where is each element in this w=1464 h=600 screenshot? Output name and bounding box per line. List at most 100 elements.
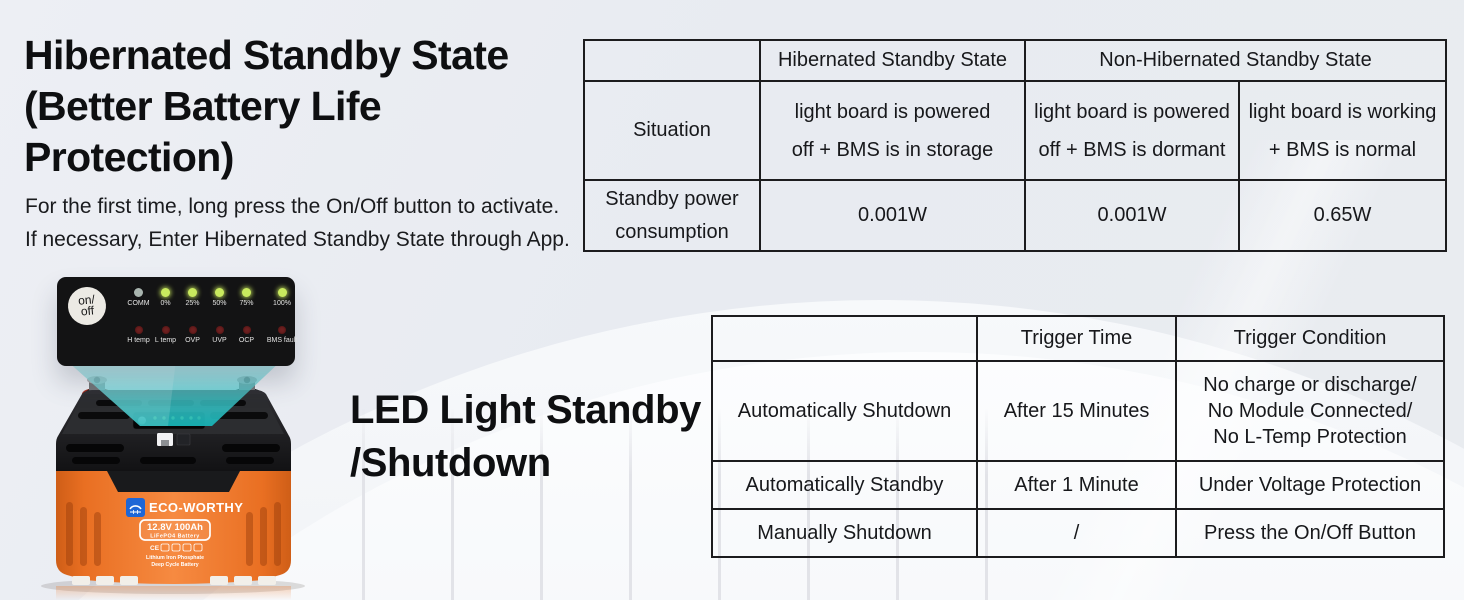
led-ovp: OVP (179, 322, 206, 360)
led-label: OCP (238, 337, 255, 344)
led-label: 50% (212, 300, 227, 307)
led-comm: COMM (125, 284, 152, 322)
on-off-button: on/ off (66, 285, 108, 327)
cell-line: off + BMS is dormant (1038, 138, 1226, 161)
led-indicator-board: on/ off COMM 0% 25% 50% 75% (57, 277, 297, 366)
cell-line: light board is powered (794, 100, 991, 123)
row-label: Manually Shutdown (711, 508, 978, 558)
certification-icons: CE (150, 543, 203, 552)
cell-line: consumption (615, 220, 729, 243)
led-75pct: 75% (233, 284, 260, 322)
row-label-situation: Situation (583, 80, 761, 181)
situation-cell: light board is powered off + BMS is in s… (759, 80, 1026, 181)
corner-cell (711, 315, 978, 362)
led-grid: COMM 0% 25% 50% 75% 100% (125, 284, 304, 360)
cell-line: Standby power (605, 187, 739, 210)
fault-led-icon (134, 326, 143, 334)
led-ltemp: L temp (152, 322, 179, 360)
page-title-line: Protection) (24, 134, 234, 180)
soc-led-icon (161, 288, 170, 297)
soc-led-icon (215, 288, 224, 297)
led-bms-fault: BMS fault (260, 322, 304, 360)
led-label: UVP (212, 337, 227, 344)
beam-cone (66, 360, 282, 426)
led-label: 25% (185, 300, 200, 307)
cell-line: No Module Connected/ (1207, 400, 1413, 422)
battery-top-notch (107, 471, 240, 492)
led-label: COMM (127, 300, 150, 307)
comm-led-icon (134, 288, 143, 297)
col-header-trigger-time: Trigger Time (976, 315, 1177, 362)
standby-power-table: Hibernated Standby State Non-Hibernated … (583, 39, 1447, 252)
battery-body (56, 471, 291, 584)
led-label: 75% (239, 300, 254, 307)
battery-feet (72, 576, 276, 585)
table-row-manual-shutdown: Manually Shutdown / Press the On/Off But… (711, 508, 1445, 558)
battery-desc-line1: Lithium Iron Phosphate (146, 555, 204, 561)
trigger-time-cell: After 15 Minutes (976, 360, 1177, 462)
table-row-auto-shutdown: Automatically Shutdown After 15 Minutes … (711, 360, 1445, 462)
led-100pct: 100% (260, 284, 304, 322)
fault-led-icon (242, 326, 251, 334)
table-row-situation: Situation light board is powered off + B… (583, 80, 1447, 181)
page-title-line: (Better Battery Life (24, 83, 382, 129)
beam-highlight (66, 360, 176, 426)
led-label: H temp (127, 337, 150, 344)
section-title-led-standby: LED Light Standby /Shutdown (350, 384, 701, 490)
fault-led-icon (278, 326, 286, 334)
section-title-line: /Shutdown (350, 441, 551, 485)
description-line: For the first time, long press the On/Of… (25, 195, 560, 218)
trigger-condition-cell: Under Voltage Protection (1175, 460, 1445, 510)
soc-led-icon (242, 288, 251, 297)
power-cell: 0.001W (759, 179, 1026, 252)
cell-line: Press the On/Off Button (1204, 522, 1416, 544)
led-ocp: OCP (233, 322, 260, 360)
battery-spec: 12.8V 100Ah (147, 522, 203, 533)
table-header-row: Hibernated Standby State Non-Hibernated … (583, 39, 1447, 82)
cell-line: No charge or discharge/ (1203, 374, 1417, 396)
led-25pct: 25% (179, 284, 206, 322)
page-title-line: Hibernated Standby State (24, 32, 509, 78)
battery-illustration: ECO-WORTHY 12.8V 100Ah LiFePO4 Battery C… (41, 376, 305, 600)
table-header-row: Trigger Time Trigger Condition (711, 315, 1445, 362)
cell-line: Under Voltage Protection (1198, 474, 1422, 496)
trigger-condition-cell: No charge or discharge/ No Module Connec… (1175, 360, 1445, 462)
battery-reflection (56, 586, 291, 600)
description-line: If necessary, Enter Hibernated Standby S… (25, 228, 570, 251)
brand-logo (126, 498, 145, 517)
cell-line: light board is powered (1034, 100, 1230, 123)
trigger-time-cell: / (976, 508, 1177, 558)
table-row-auto-standby: Automatically Standby After 1 Minute Und… (711, 460, 1445, 510)
soc-led-icon (277, 288, 287, 297)
spec-label: 12.8V 100Ah LiFePO4 Battery (139, 519, 211, 541)
led-htemp: H temp (125, 322, 152, 360)
led-50pct: 50% (206, 284, 233, 322)
page-title: Hibernated Standby State (Better Battery… (24, 30, 509, 183)
fault-led-icon (215, 326, 224, 334)
on-off-label-line: off (80, 303, 95, 319)
power-cell: 0.001W (1024, 179, 1240, 252)
cell-line: off + BMS is in storage (791, 138, 994, 161)
trigger-time-cell: After 1 Minute (976, 460, 1177, 510)
battery-comm-port (157, 433, 191, 446)
section-title-line: LED Light Standby (350, 388, 701, 432)
corner-cell (583, 39, 761, 82)
row-label: Automatically Shutdown (711, 360, 978, 462)
cell-line: No L-Temp Protection (1213, 426, 1407, 448)
led-label: OVP (185, 337, 200, 344)
battery-side-grooves (66, 502, 281, 566)
cell-line: light board is working (1248, 100, 1437, 123)
row-label-power: Standby power consumption (583, 179, 761, 252)
situation-cell: light board is working + BMS is normal (1238, 80, 1447, 181)
ce-mark: CE (150, 545, 160, 552)
battery-chemistry: LiFePO4 Battery (150, 534, 199, 540)
led-label: 0% (160, 300, 171, 307)
fault-led-icon (161, 326, 170, 334)
brand-name: ECO-WORTHY (149, 500, 243, 515)
trigger-table: Trigger Time Trigger Condition Automatic… (711, 315, 1445, 558)
battery-desc-line2: Deep Cycle Battery (151, 562, 198, 568)
led-label: 100% (273, 300, 291, 307)
led-label: BMS fault (266, 337, 298, 344)
page-description: For the first time, long press the On/Of… (25, 190, 570, 256)
